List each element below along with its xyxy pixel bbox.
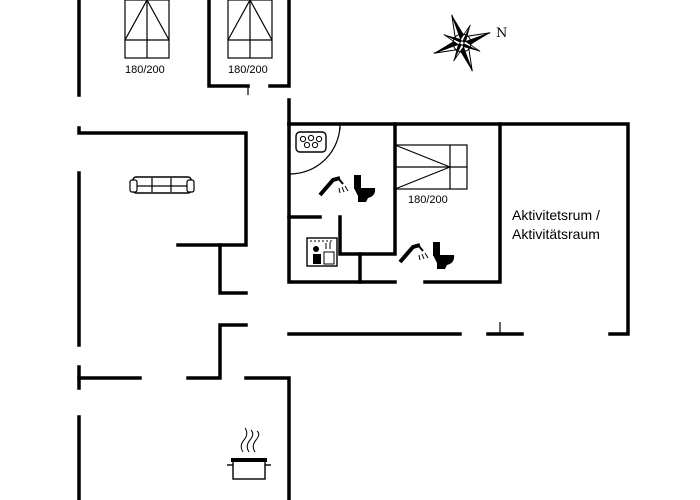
- bed-right-size: 180/200: [228, 64, 268, 76]
- toilet-icon: [354, 175, 376, 202]
- room-label-activity-line2: Aktivitätsraum: [512, 226, 600, 242]
- wall-top-right-bedroom-right: [268, 0, 291, 88]
- bed-left: [124, 0, 170, 59]
- room-label-activity-line1: Aktivitetsrum /: [512, 207, 600, 223]
- wall-interior-stub-1: [218, 243, 248, 295]
- whirlpool-icon: [295, 131, 327, 153]
- wall-block-top: [287, 122, 630, 336]
- shower-icon: [398, 243, 429, 264]
- wall-bath-outer: [287, 122, 362, 284]
- compass-rose-icon: [433, 14, 491, 72]
- toilet-icon: [433, 242, 455, 269]
- shower-icon: [318, 176, 349, 197]
- sofa-icon: [129, 176, 195, 194]
- sauna-icon: [306, 237, 338, 267]
- cooking-pot-icon: [227, 427, 271, 480]
- compass-north-label: N: [496, 26, 507, 41]
- bed-left-size: 180/200: [125, 64, 165, 76]
- wall-interior-stub-2: [186, 323, 248, 380]
- wall-living-top: [77, 126, 248, 247]
- wall-bedroom-bottom: [423, 122, 502, 284]
- wall-bath-divider: [358, 122, 397, 284]
- wall-hall-right: [244, 376, 291, 500]
- walls: [77, 0, 630, 500]
- bed-center: [394, 144, 468, 190]
- wall-sauna: [287, 215, 362, 256]
- wall-top-left-bedroom-right: [207, 0, 250, 88]
- bed-center-size: 180/200: [408, 194, 448, 206]
- bed-right: [227, 0, 273, 59]
- door-swing-bath: [289, 123, 341, 175]
